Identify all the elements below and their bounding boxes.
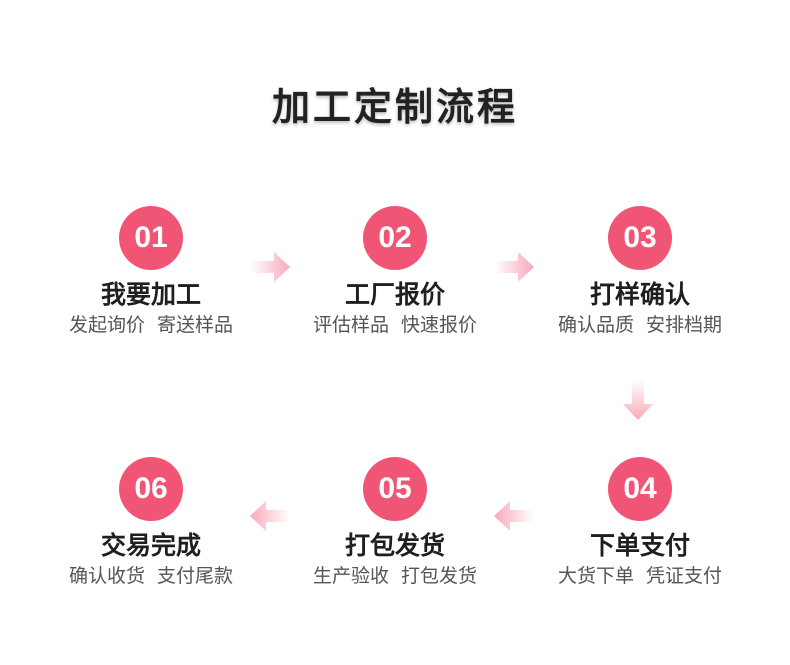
step-number-badge: 06 [119,457,183,521]
step-number-badge: 01 [119,206,183,270]
step-03: 03 打样确认 确认品质 安排档期 [525,206,755,338]
step-01: 01 我要加工 发起询价 寄送样品 [36,206,266,338]
step-description: 确认收货 支付尾款 [68,565,234,587]
step-description: 确认品质 安排档期 [557,314,723,336]
step-06: 06 交易完成 确认收货 支付尾款 [36,457,266,589]
step-description: 生产验收 打包发货 [312,565,478,587]
arrow-right-icon [250,252,290,282]
step-title: 工厂报价 [344,280,445,309]
arrow-down-icon [623,380,653,420]
arrow-right-icon [494,252,534,282]
step-title: 打包发货 [344,531,445,560]
step-description: 发起询价 寄送样品 [68,314,234,336]
step-number-badge: 05 [363,457,427,521]
step-title: 我要加工 [100,280,201,309]
step-title: 下单支付 [589,531,690,560]
step-number-badge: 03 [608,206,672,270]
step-title: 打样确认 [589,280,690,309]
step-05: 05 打包发货 生产验收 打包发货 [280,457,510,589]
arrow-left-icon [494,501,534,531]
step-number-badge: 02 [363,206,427,270]
step-02: 02 工厂报价 评估样品 快速报价 [280,206,510,338]
arrow-left-icon [250,501,290,531]
step-title: 交易完成 [100,531,201,560]
step-number-badge: 04 [608,457,672,521]
step-description: 大货下单 凭证支付 [557,565,723,587]
step-04: 04 下单支付 大货下单 凭证支付 [525,457,755,589]
page-title: 加工定制流程 [271,85,518,129]
step-description: 评估样品 快速报价 [312,314,478,336]
